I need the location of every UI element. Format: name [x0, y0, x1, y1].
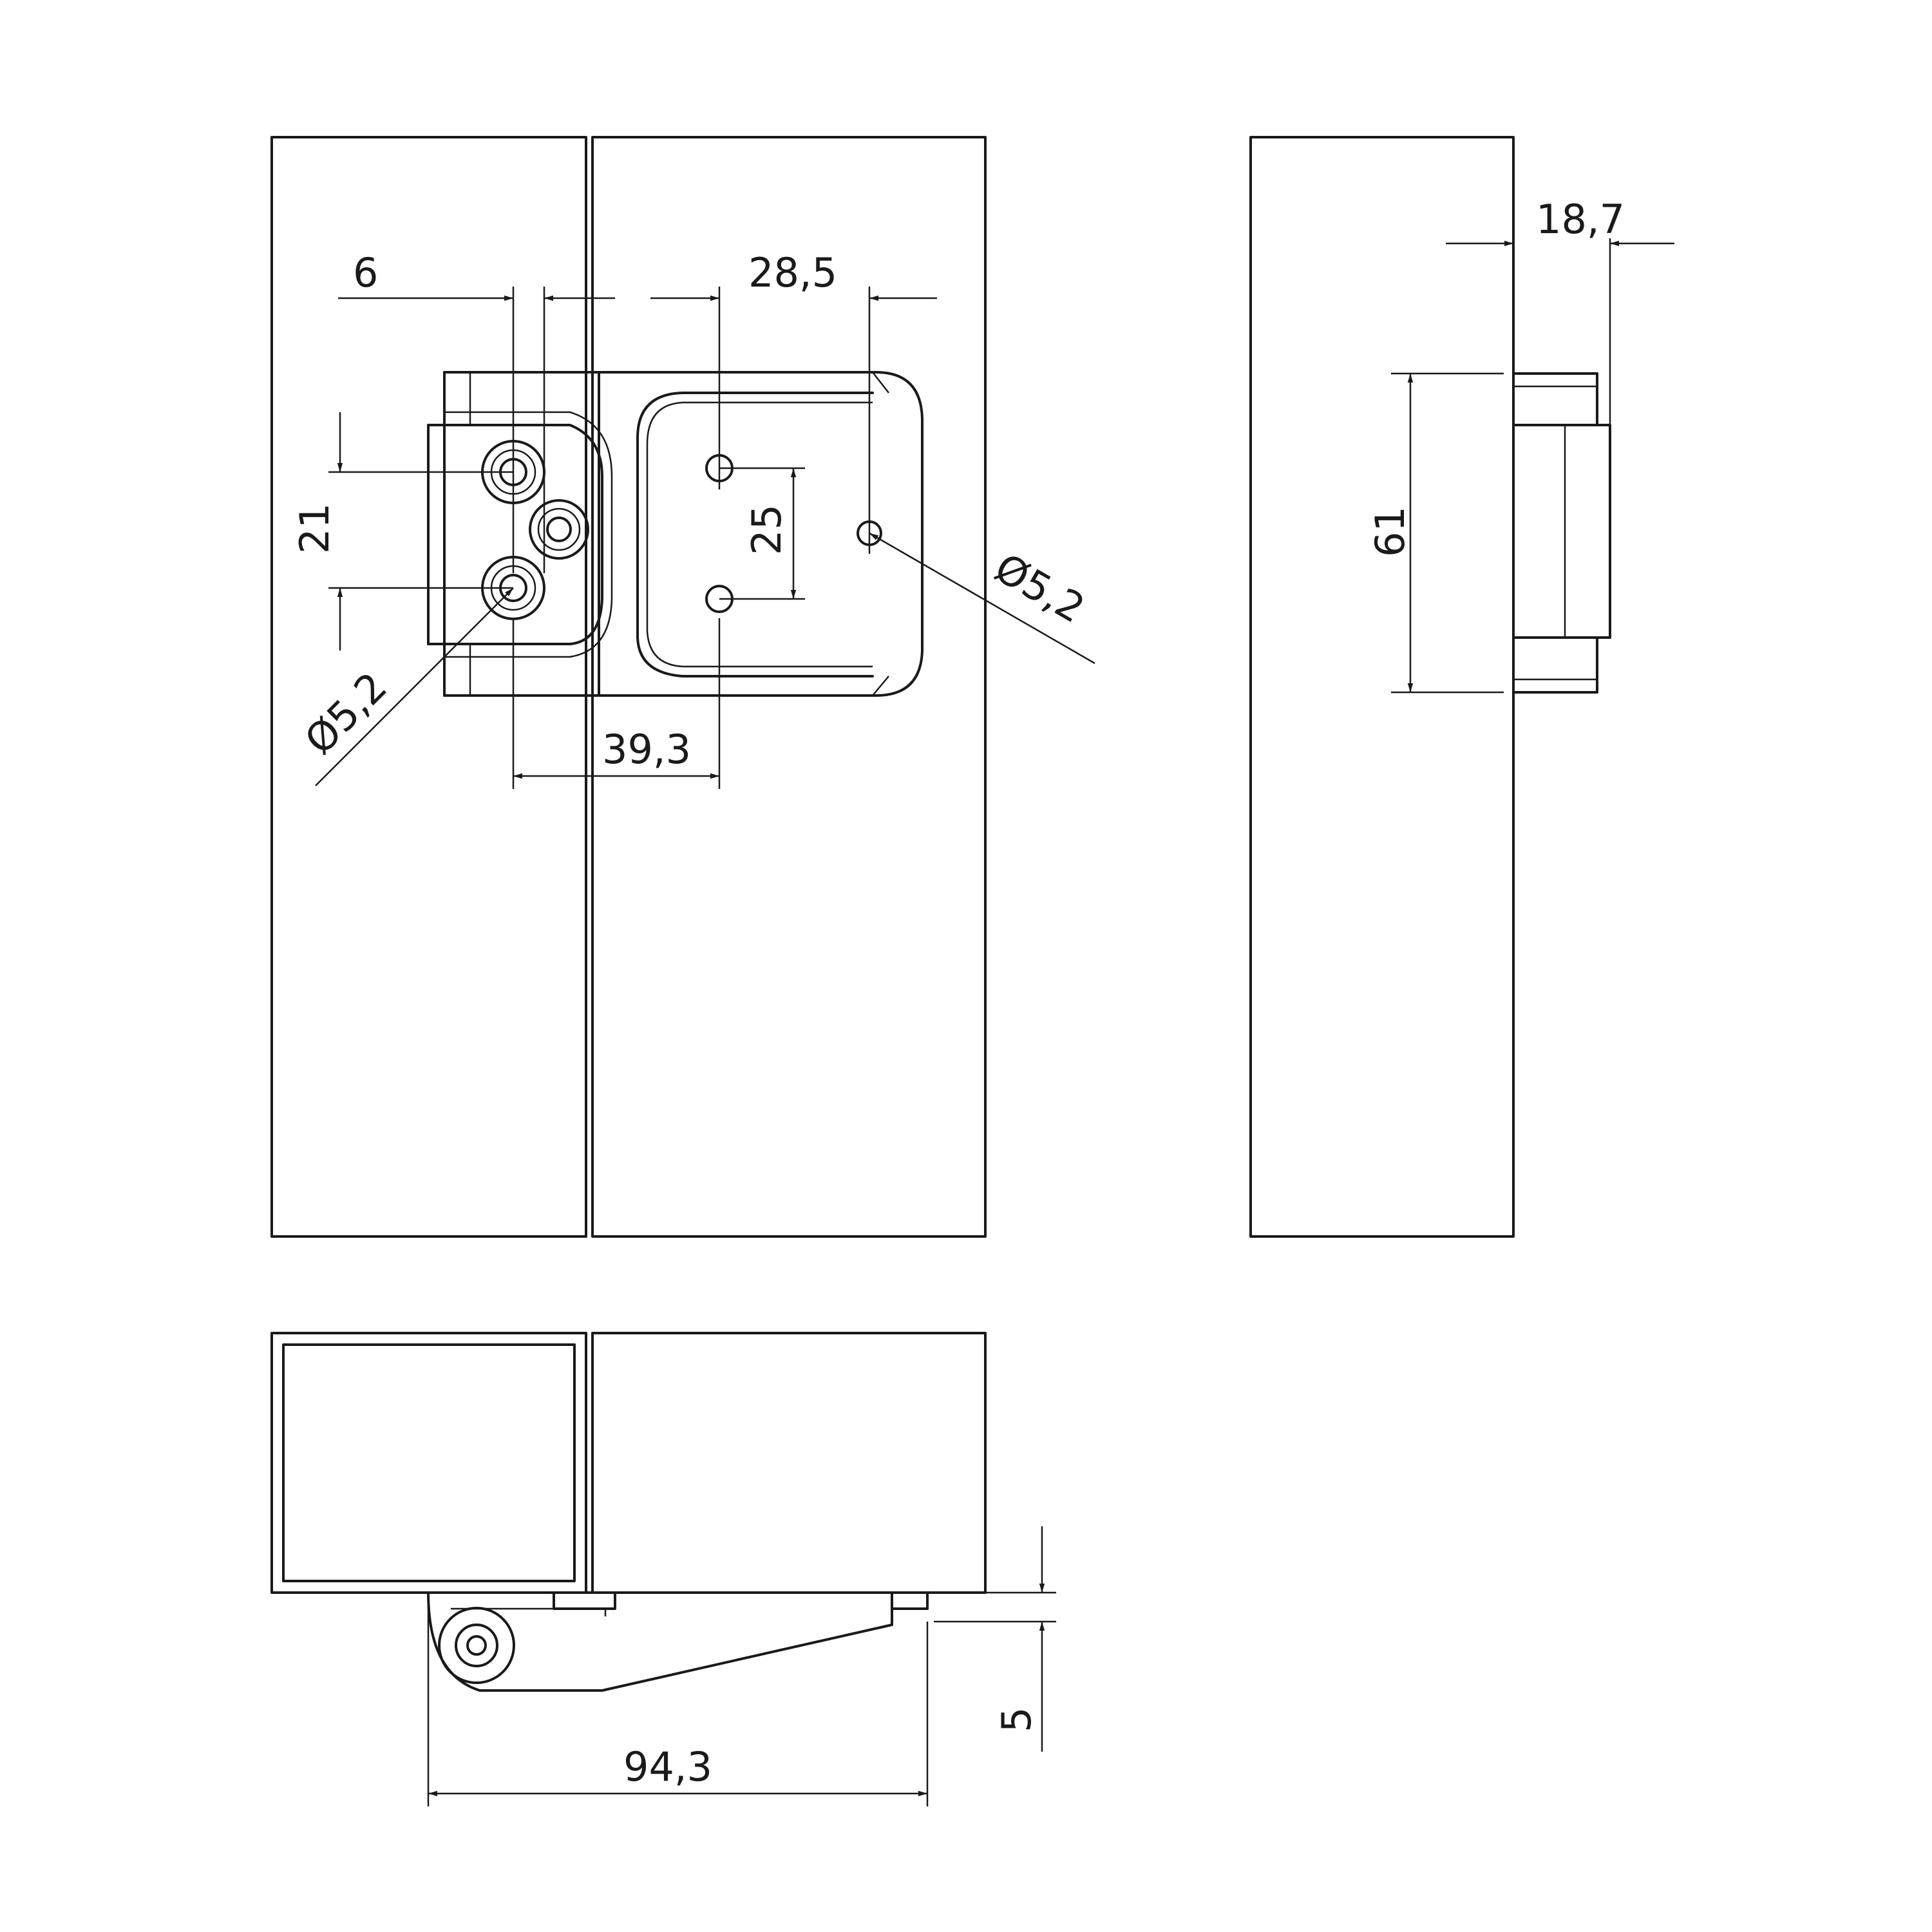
- side-view: 18,7 61: [1249, 136, 1674, 1238]
- leader-hole-left: Ø5,2: [296, 587, 514, 786]
- dim-94-3-label: 94,3: [623, 1743, 712, 1790]
- dim-18-7: 18,7: [1446, 196, 1674, 425]
- dim-25-label: 25: [743, 504, 790, 555]
- frame-panel-left: [270, 136, 587, 1238]
- dim-39-3: 39,3: [512, 618, 721, 789]
- dim-5: 5: [934, 1526, 1056, 1752]
- hole-diameter-right-label: Ø5,2: [987, 544, 1093, 632]
- hinge-body-side: [1512, 372, 1611, 694]
- dim-6: 6: [338, 249, 615, 573]
- door-profile: [591, 1332, 987, 1594]
- dim-18-7-label: 18,7: [1536, 196, 1625, 243]
- dim-21-label: 21: [291, 503, 338, 554]
- top-view: 5 94,3: [270, 1332, 1056, 1806]
- dim-6-label: 6: [353, 249, 378, 296]
- front-view: 6 28,5 21 25: [270, 136, 1095, 1238]
- frame-profile: [270, 1332, 587, 1594]
- hinge-body-front: [427, 371, 923, 697]
- door-panel-right: [591, 136, 987, 1238]
- dim-94-3: 94,3: [427, 1593, 929, 1806]
- hinge-arm-top: [427, 1591, 929, 1692]
- side-panel: [1249, 136, 1515, 1238]
- dim-28-5-label: 28,5: [748, 249, 837, 296]
- hole-diameter-left-label: Ø5,2: [296, 663, 396, 764]
- dim-61: 61: [1367, 372, 1504, 694]
- dim-5-label: 5: [993, 1707, 1040, 1732]
- dim-61-label: 61: [1367, 506, 1414, 557]
- dim-21: 21: [291, 412, 513, 650]
- dim-25: 25: [719, 467, 805, 600]
- dim-39-3-label: 39,3: [602, 726, 691, 773]
- frame-profile-inner: [282, 1343, 576, 1582]
- leader-hole-right: Ø5,2: [869, 532, 1095, 665]
- dim-28-5: 28,5: [650, 249, 937, 554]
- screw-hole-middle: [529, 499, 589, 560]
